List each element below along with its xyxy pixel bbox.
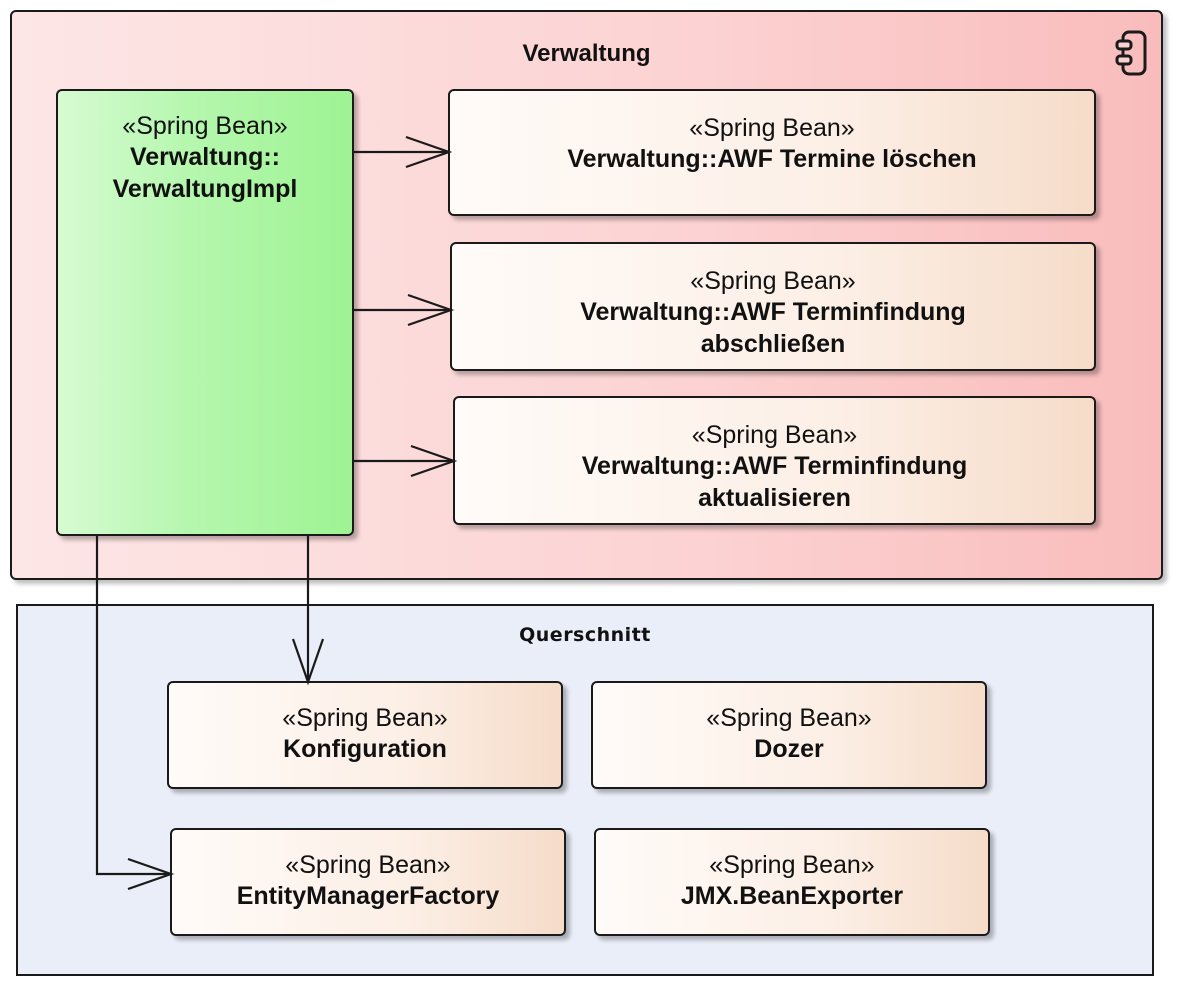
bean-name: abschließen — [700, 330, 846, 358]
bean-awf-termine-loeschen[interactable]: «Spring Bean» Verwaltung::AWF Termine lö… — [448, 89, 1096, 216]
component-icon — [1115, 30, 1147, 76]
bean-name: aktualisieren — [698, 484, 851, 512]
bean-name: EntityManagerFactory — [236, 882, 500, 910]
bean-stereotype: «Spring Bean» — [689, 114, 855, 142]
bean-name: Verwaltung::AWF Terminfindung — [580, 298, 966, 326]
bean-dozer[interactable]: «Spring Bean» Dozer — [591, 681, 987, 789]
bean-stereotype: «Spring Bean» — [690, 267, 856, 295]
bean-name: Verwaltung::AWF Terminfindung — [581, 452, 968, 480]
bean-stereotype: «Spring Bean» — [122, 112, 288, 140]
package-title-querschnitt: Querschnitt — [519, 624, 651, 646]
bean-name: VerwaltungImpl — [112, 175, 298, 203]
bean-awf-terminfindung-abschliessen[interactable]: «Spring Bean» Verwaltung::AWF Terminfind… — [450, 242, 1096, 371]
bean-name: Konfiguration — [283, 735, 447, 763]
bean-stereotype: «Spring Bean» — [706, 704, 872, 732]
bean-entitymanagerfactory[interactable]: «Spring Bean» EntityManagerFactory — [170, 828, 566, 936]
bean-konfiguration[interactable]: «Spring Bean» Konfiguration — [167, 681, 563, 789]
bean-stereotype: «Spring Bean» — [691, 421, 858, 449]
bean-name: JMX.BeanExporter — [680, 882, 904, 910]
bean-verwaltung-impl[interactable]: «Spring Bean» Verwaltung:: VerwaltungImp… — [56, 89, 354, 536]
bean-stereotype: «Spring Bean» — [285, 851, 451, 879]
bean-stereotype: «Spring Bean» — [282, 704, 448, 732]
package-title-verwaltung: Verwaltung — [522, 40, 651, 67]
bean-name: Dozer — [754, 735, 824, 763]
bean-stereotype: «Spring Bean» — [709, 851, 875, 879]
bean-jmx-beanexporter[interactable]: «Spring Bean» JMX.BeanExporter — [594, 828, 990, 936]
bean-name: Verwaltung::AWF Termine löschen — [567, 145, 977, 173]
bean-awf-terminfindung-aktualisieren[interactable]: «Spring Bean» Verwaltung::AWF Terminfind… — [453, 396, 1096, 525]
bean-name: Verwaltung:: — [129, 143, 280, 171]
